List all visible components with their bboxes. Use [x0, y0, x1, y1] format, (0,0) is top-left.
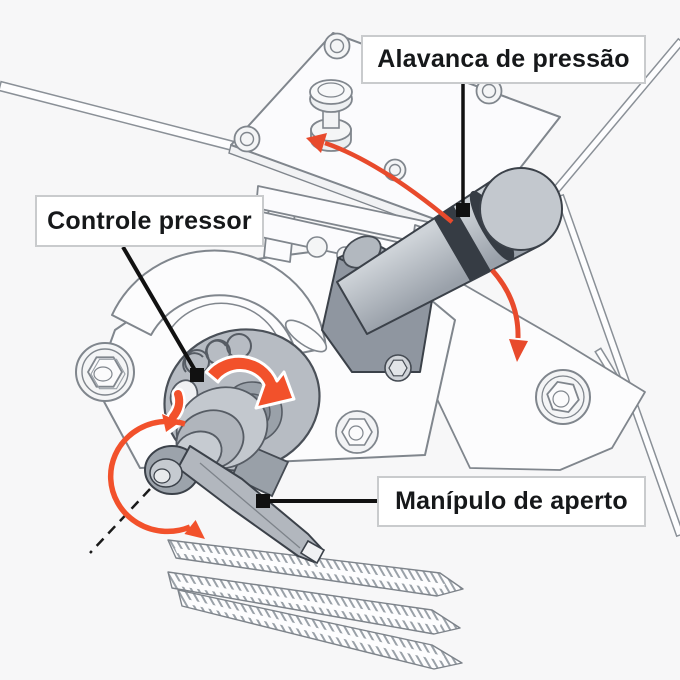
label-pressure-control: Controle pressor	[35, 195, 264, 247]
knob-arrow	[306, 133, 454, 224]
pivot-axis-dashed	[89, 488, 151, 554]
crescent-slot	[284, 319, 328, 353]
socket-screw	[323, 32, 351, 60]
label-clamp-handle: Manípulo de aperto	[377, 476, 646, 527]
right-support-arm	[427, 267, 646, 471]
socket-screws	[233, 32, 503, 182]
lever-dark-band	[434, 205, 491, 281]
blade	[167, 571, 461, 635]
blade	[177, 589, 463, 670]
frame-rods	[0, 37, 680, 538]
leader-pressure-control	[121, 245, 198, 374]
socket-screw	[233, 125, 261, 153]
rod-lower-right	[555, 193, 680, 538]
leader-dot-pressure-control	[190, 368, 204, 382]
hub-center	[153, 468, 171, 484]
hex-bolt-right	[535, 369, 591, 425]
leader-dot-clamp-handle	[256, 494, 270, 508]
handle-tip-cap	[299, 539, 326, 565]
blade	[167, 539, 464, 597]
leader-dot-pressure-lever	[456, 203, 470, 217]
dial-rotation-arrow	[204, 354, 296, 410]
leader-lines	[121, 83, 470, 508]
handle-rotation-arrow	[107, 418, 205, 539]
motion-arrows	[107, 133, 528, 539]
top-plate	[228, 32, 561, 242]
lever-head	[479, 167, 563, 251]
label-pressure-lever: Alavanca de pressão	[361, 35, 646, 84]
lever-swing-arrow	[490, 268, 528, 362]
bar-top-left	[0, 80, 240, 153]
clamp-screw	[384, 354, 412, 382]
hex-bolt-left	[75, 342, 135, 402]
cutter-blades	[167, 539, 464, 670]
bracket-screw	[306, 236, 328, 258]
hex-bolt-bottom	[335, 410, 379, 454]
pressure-lever	[336, 167, 563, 335]
dial-small-arrow	[161, 387, 186, 436]
